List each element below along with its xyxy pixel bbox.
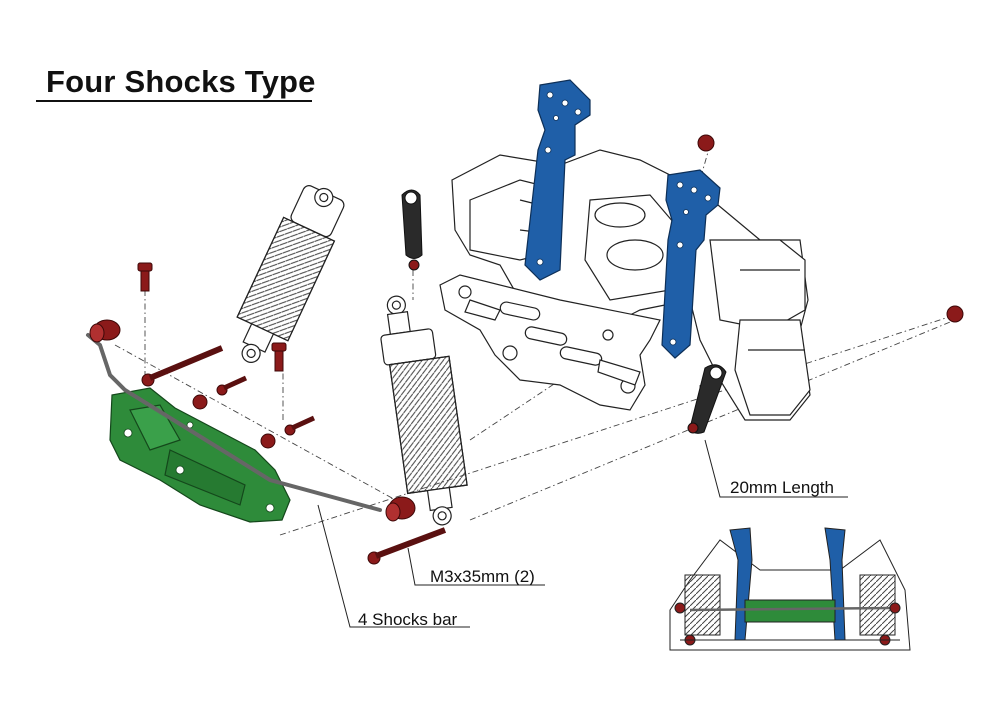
chassis-plate — [439, 274, 661, 411]
shock-bar-label: 4 Shocks bar — [358, 610, 458, 629]
short-bolt-2 — [284, 415, 316, 436]
bolt-spec-label: M3x35mm (2) — [430, 567, 535, 586]
page-title: Four Shocks Type — [46, 64, 316, 99]
bushing-left — [89, 319, 121, 343]
shock-absorber-center — [380, 295, 468, 526]
shock-absorber-left — [236, 185, 345, 363]
long-bolt-lower — [367, 527, 447, 565]
red-hardware — [89, 134, 964, 565]
bolt-top-left — [137, 262, 153, 292]
bolt-mid — [271, 342, 287, 372]
blue-shock-tower-left — [524, 79, 591, 281]
four-shocks-bar — [86, 333, 382, 512]
rod-end-lower — [687, 364, 727, 434]
nut-2 — [260, 433, 276, 449]
rod-end-length-label: 20mm Length — [730, 478, 834, 497]
blue-shock-tower-right — [661, 169, 721, 359]
long-bolt-upper — [141, 345, 224, 387]
rod-end-upper — [401, 189, 423, 271]
green-shock-mount — [109, 387, 291, 523]
short-bolt-1 — [216, 375, 248, 396]
nut-1 — [192, 394, 208, 410]
callout-leaders — [317, 439, 848, 628]
nut-top — [697, 134, 715, 152]
nut-right — [946, 305, 964, 323]
bushing-right — [385, 496, 416, 522]
assembled-inset-view — [669, 527, 911, 651]
title-underline — [36, 100, 312, 102]
